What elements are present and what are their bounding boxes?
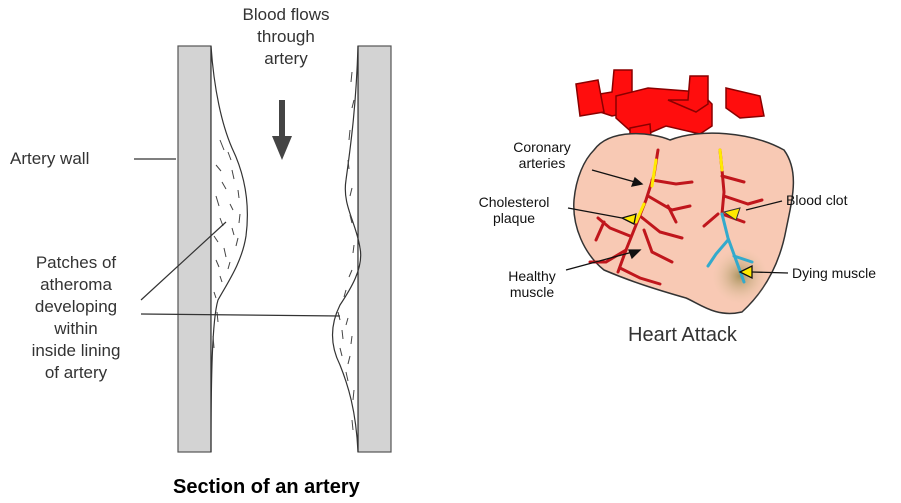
atheroma-leader-right: [141, 314, 340, 316]
blood-flow-label: Blood flows through artery: [223, 4, 349, 70]
artery-section: [134, 46, 391, 452]
artery-wall-label: Artery wall: [10, 148, 89, 170]
heart-attack-caption: Heart Attack: [628, 324, 737, 346]
heart-illustration: [566, 70, 793, 313]
dying-muscle-label: Dying muscle: [792, 265, 876, 281]
atheroma-label: Patches of atheroma developing within in…: [2, 252, 150, 384]
atheroma-patch-right: [333, 46, 361, 452]
artery-wall-left: [178, 46, 211, 452]
blood-clot-label: Blood clot: [786, 192, 847, 208]
cholesterol-plaque-label: Cholesterol plaque: [462, 194, 566, 226]
atheroma-patch-left: [211, 46, 247, 452]
artery-caption: Section of an artery: [173, 476, 360, 498]
flow-arrow: [272, 100, 292, 160]
healthy-muscle-label: Healthy muscle: [494, 268, 570, 300]
coronary-arteries-label: Coronary arteries: [492, 139, 592, 171]
artery-wall-right: [358, 46, 391, 452]
dying-muscle-area: [712, 248, 768, 304]
